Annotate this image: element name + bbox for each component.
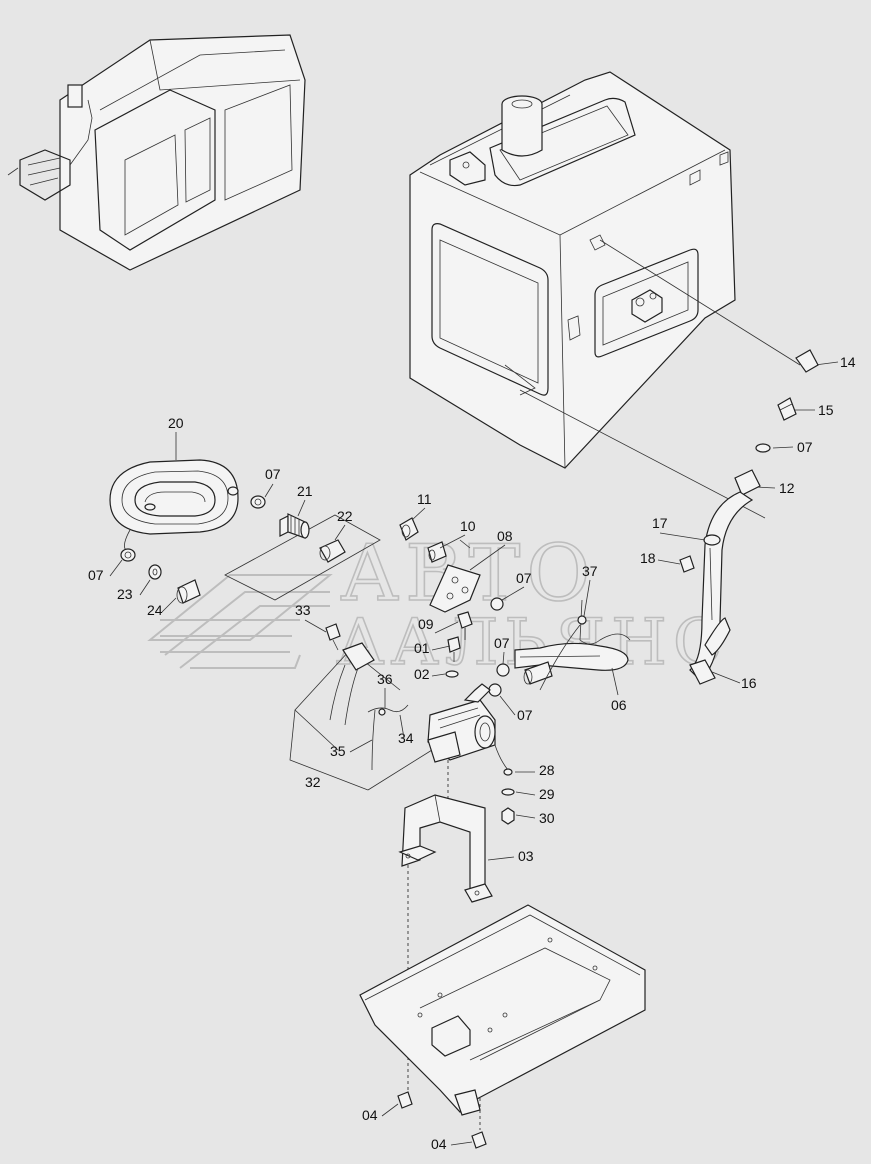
label-part-02: 02 <box>414 666 430 682</box>
terminal-28 <box>503 768 513 776</box>
fitting-21 <box>279 513 310 539</box>
bolt-04-upper <box>397 1091 413 1109</box>
nipple-11 <box>399 517 419 541</box>
pump-motor <box>427 683 509 771</box>
label-part-28: 28 <box>539 762 555 778</box>
elbow-14 <box>795 349 819 373</box>
label-part-36: 36 <box>377 671 393 687</box>
label-part-30: 30 <box>539 810 555 826</box>
label-part-23: 23 <box>117 586 133 602</box>
label-part-07: 07 <box>88 567 104 583</box>
label-part-10: 10 <box>460 518 476 534</box>
label-part-09: 09 <box>418 616 434 632</box>
label-leader-lines <box>109 432 741 1146</box>
nut-30 <box>501 807 515 825</box>
washer-29 <box>501 788 515 796</box>
label-part-17: 17 <box>652 515 668 531</box>
clamp-17 <box>703 534 721 546</box>
label-part-37: 37 <box>582 563 598 579</box>
label-part-11: 11 <box>417 491 432 507</box>
label-part-07: 07 <box>494 635 510 651</box>
clamp-07-lower-a <box>496 663 510 677</box>
label-part-07: 07 <box>516 570 532 586</box>
clamp-07-left-upper <box>250 495 266 509</box>
label-part-29: 29 <box>539 786 555 802</box>
label-part-14: 14 <box>840 354 856 370</box>
hose-12-16 <box>689 469 761 685</box>
relay-32 <box>329 642 375 726</box>
label-part-07: 07 <box>265 466 281 482</box>
label-part-06: 06 <box>611 697 627 713</box>
clamp-07-mid-right <box>490 597 504 611</box>
hose-coil <box>109 459 239 553</box>
cap-24 <box>176 579 201 604</box>
label-part-07: 07 <box>797 439 813 455</box>
machine-overview-illustration <box>7 34 306 271</box>
label-part-18: 18 <box>640 550 656 566</box>
watermark-emblem <box>147 574 333 669</box>
harness-37 <box>539 599 631 691</box>
label-part-15: 15 <box>818 402 834 418</box>
plug-23 <box>148 564 162 580</box>
label-part-32: 32 <box>305 774 321 790</box>
operator-cab <box>409 71 736 469</box>
label-part-35: 35 <box>330 743 346 759</box>
clamp-07-left-lower <box>120 548 136 562</box>
label-part-12: 12 <box>779 480 795 496</box>
washer-02 <box>445 670 459 678</box>
label-part-20: 20 <box>168 415 184 431</box>
label-part-34: 34 <box>398 730 414 746</box>
label-part-01: 01 <box>414 640 430 656</box>
plug-22 <box>319 539 346 563</box>
connector-33 <box>325 623 341 651</box>
floor-plate <box>359 904 646 1116</box>
bolt-09 <box>457 611 473 640</box>
label-part-22: 22 <box>337 508 353 524</box>
label-part-21: 21 <box>297 483 313 499</box>
hose-06 <box>514 642 629 685</box>
clamp-07-right <box>755 443 771 453</box>
bolt-01 <box>447 636 461 662</box>
label-part-24: 24 <box>147 602 163 618</box>
bolt-04-lower <box>471 1131 487 1149</box>
wire-34-36 <box>367 704 409 771</box>
label-part-04: 04 <box>362 1107 378 1123</box>
label-part-07: 07 <box>517 707 533 723</box>
mounting-bracket <box>398 794 493 903</box>
label-part-08: 08 <box>497 528 513 544</box>
label-part-04: 04 <box>431 1136 447 1152</box>
label-part-16: 16 <box>741 675 757 691</box>
bolt-18 <box>679 555 695 573</box>
bracket-08 <box>429 564 481 613</box>
label-part-03: 03 <box>518 848 534 864</box>
adapter-15 <box>777 397 797 421</box>
part-number-labels: 14 15 07 12 20 07 21 11 22 17 10 08 18 3… <box>88 354 856 1152</box>
label-part-33: 33 <box>295 602 311 618</box>
